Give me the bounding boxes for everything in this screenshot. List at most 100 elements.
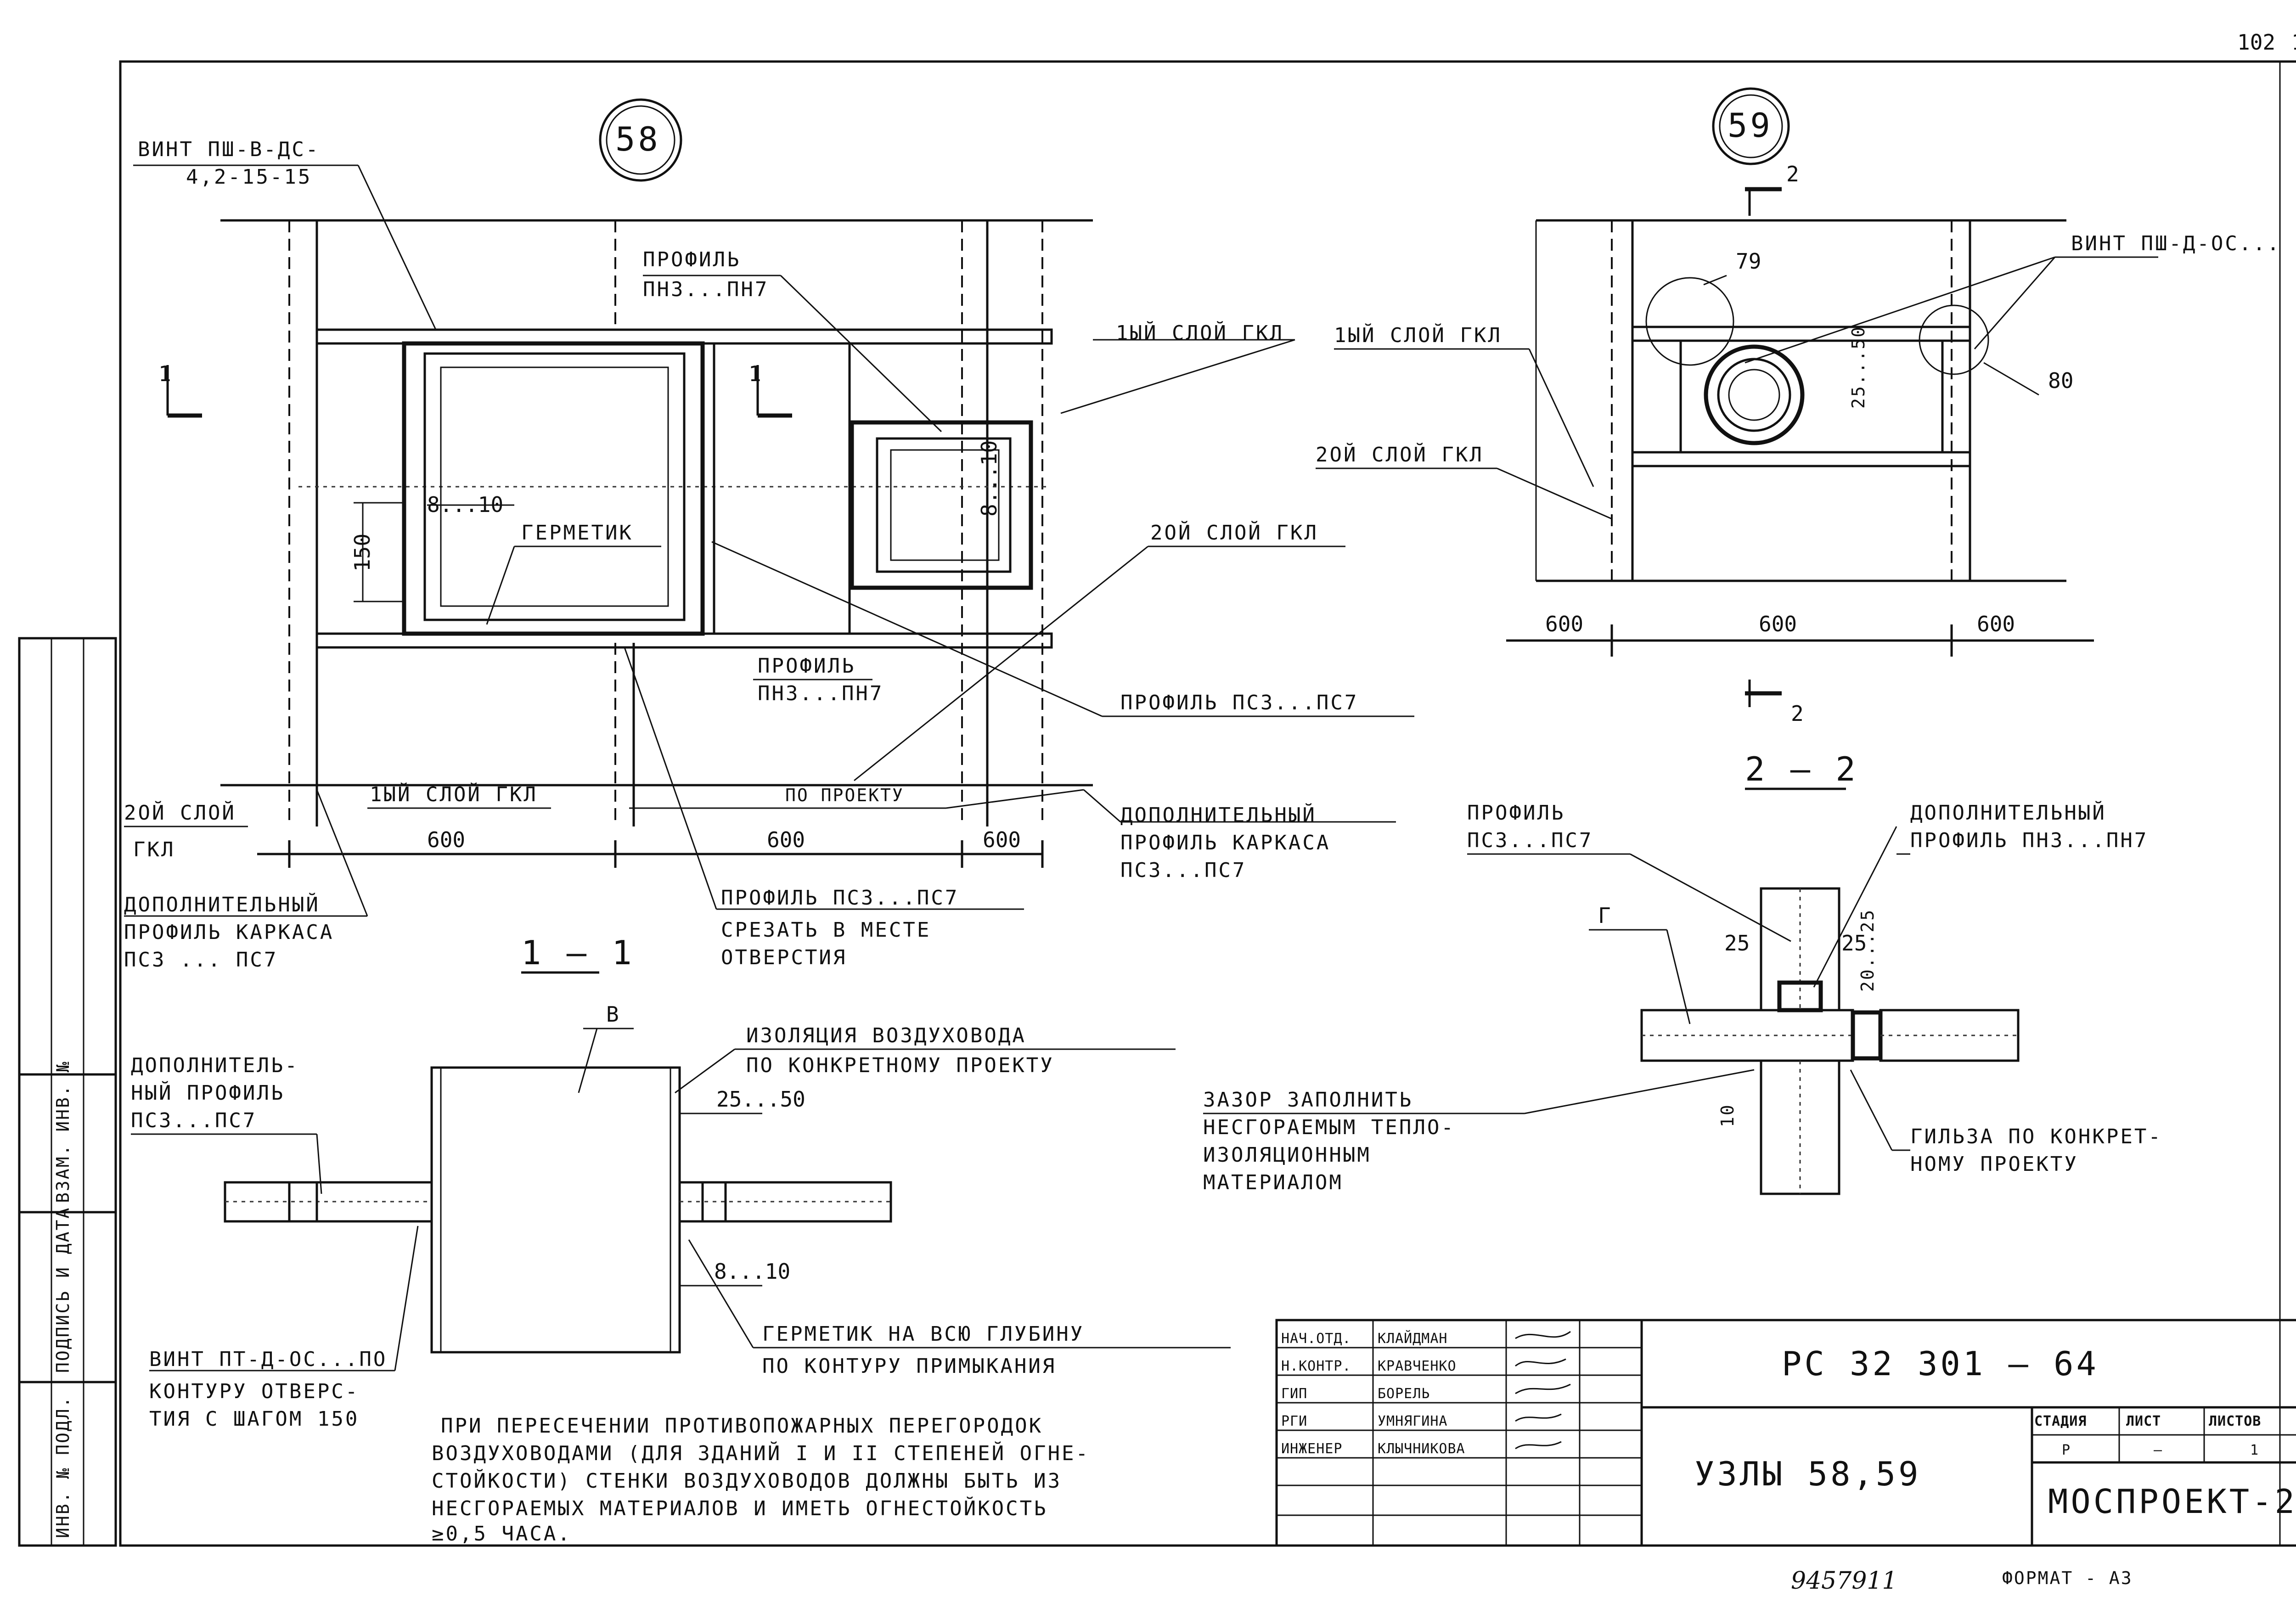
svg-text:25: 25 (1841, 931, 1867, 956)
svg-text:ПРОФИЛЬ ПС3...ПС7: ПРОФИЛЬ ПС3...ПС7 (721, 886, 959, 910)
svg-text:НОМУ ПРОЕКТУ: НОМУ ПРОЕКТУ (1910, 1152, 2078, 1176)
sheet-frame (119, 60, 2296, 1547)
svg-text:РГИ: РГИ (1281, 1413, 1307, 1429)
svg-text:ПРОФИЛЬ ПН3...ПН7: ПРОФИЛЬ ПН3...ПН7 (1910, 829, 2148, 852)
svg-text:ПН3...ПН7: ПН3...ПН7 (643, 278, 769, 301)
svg-text:20...25: 20...25 (1857, 909, 1878, 992)
svg-text:ПРОФИЛЬ КАРКАСА: ПРОФИЛЬ КАРКАСА (124, 921, 334, 944)
stamp-orig-inv: ИНВ. № ПОДЛ. (53, 1395, 73, 1538)
svg-text:ПС3 ... ПС7: ПС3 ... ПС7 (124, 948, 278, 972)
svg-text:8...10: 8...10 (977, 440, 1002, 517)
svg-text:ПС3...ПС7: ПС3...ПС7 (1120, 859, 1246, 882)
svg-text:ЛИСТОВ: ЛИСТОВ (2209, 1413, 2261, 1429)
svg-text:НАЧ.ОТД.: НАЧ.ОТД. (1281, 1331, 1351, 1347)
svg-text:ПРОФИЛЬ КАРКАСА: ПРОФИЛЬ КАРКАСА (1120, 831, 1330, 854)
svg-text:СРЕЗАТЬ В МЕСТЕ: СРЕЗАТЬ В МЕСТЕ (721, 918, 931, 942)
svg-text:ВОЗДУХОВОДАМИ (ДЛЯ ЗДАНИЙ I И: ВОЗДУХОВОДАМИ (ДЛЯ ЗДАНИЙ I И II СТЕПЕНЕ… (432, 1441, 1090, 1465)
svg-text:СТАДИЯ: СТАДИЯ (2034, 1413, 2087, 1429)
node-59-number: 59 (1728, 106, 1773, 145)
svg-text:НЕСГОРАЕМЫМ ТЕПЛО-: НЕСГОРАЕМЫМ ТЕПЛО- (1203, 1116, 1455, 1139)
svg-text:600: 600 (983, 827, 1021, 852)
svg-text:ПО ПРОЕКТУ: ПО ПРОЕКТУ (785, 785, 904, 805)
svg-text:ГЕРМЕТИК: ГЕРМЕТИК (521, 521, 633, 545)
node-59-circle (1712, 87, 1790, 165)
svg-text:Г: Г (1598, 903, 1611, 928)
svg-text:МАТЕРИАЛОМ: МАТЕРИАЛОМ (1203, 1171, 1343, 1194)
organization: МОСПРОЕКТ-2 (2048, 1482, 2296, 1521)
section-1-1-title: 1 — 1 (521, 933, 635, 972)
svg-text:ИНЖЕНЕР: ИНЖЕНЕР (1281, 1441, 1342, 1457)
svg-text:ПО КОНКРЕТНОМУ ПРОЕКТУ: ПО КОНКРЕТНОМУ ПРОЕКТУ (746, 1054, 1054, 1077)
svg-text:600: 600 (1977, 612, 2015, 636)
svg-text:В: В (606, 1002, 619, 1027)
svg-text:2ОЙ СЛОЙ ГКЛ: 2ОЙ СЛОЙ ГКЛ (1150, 520, 1318, 545)
node-58: 58 150 8...10 (124, 98, 1414, 972)
title-block: НАЧ.ОТД. КЛАЙДМАН Н.КОНТР. КРАВЧЕНКО ГИП… (1275, 1319, 2296, 1547)
page-number-suffix: 1 (2291, 30, 2296, 55)
general-note: ПРИ ПЕРЕСЕЧЕНИИ ПРОТИВОПОЖАРНЫХ ПЕРЕГОРО… (432, 1414, 1090, 1546)
document-code: РС 32 301 — 64 (1782, 1344, 2099, 1383)
format-label: ФОРМАТ - А3 (2002, 1568, 2133, 1588)
inventory-handwritten: 9457911 (1791, 1567, 1897, 1595)
svg-text:8...10: 8...10 (427, 492, 503, 517)
svg-text:ПРОФИЛЬ ПС3...ПС7: ПРОФИЛЬ ПС3...ПС7 (1120, 691, 1358, 714)
svg-text:80: 80 (2048, 368, 2073, 393)
svg-text:1ЫЙ СЛОЙ ГКЛ: 1ЫЙ СЛОЙ ГКЛ (1334, 323, 1502, 347)
svg-text:25...50: 25...50 (716, 1087, 805, 1112)
svg-text:ДОПОЛНИТЕЛЬ-: ДОПОЛНИТЕЛЬ- (131, 1054, 299, 1077)
side-stamp: ВЗАМ. ИНВ. № ПОДПИСЬ И ДАТА ИНВ. № ПОДЛ. (18, 637, 117, 1547)
sheet-title: УЗЛЫ 58,59 (1694, 1455, 1921, 1493)
svg-text:КРАВЧЕНКО: КРАВЧЕНКО (1378, 1358, 1457, 1374)
node-59: 59 2 2 79 80 25...50 ВИНТ ПШ-Д-ОС.. (1316, 87, 2281, 726)
svg-text:≥0,5 ЧАСА.: ≥0,5 ЧАСА. (432, 1522, 572, 1546)
svg-text:ДОПОЛНИТЕЛЬНЫЙ: ДОПОЛНИТЕЛЬНЫЙ (1120, 803, 1317, 827)
svg-text:600: 600 (1759, 612, 1797, 636)
svg-text:КЛАЙДМАН: КЛАЙДМАН (1378, 1330, 1448, 1347)
svg-text:1ЫЙ СЛОЙ ГКЛ: 1ЫЙ СЛОЙ ГКЛ (1116, 320, 1284, 345)
stamp-sign-date: ПОДПИСЬ И ДАТА (53, 1207, 73, 1373)
svg-text:УМНЯГИНА: УМНЯГИНА (1378, 1413, 1448, 1429)
svg-text:—: — (2154, 1442, 2162, 1458)
svg-text:ПС3...ПС7: ПС3...ПС7 (131, 1109, 257, 1132)
svg-text:10: 10 (1717, 1103, 1738, 1127)
svg-text:ИЗОЛЯЦИЯ ВОЗДУХОВОДА: ИЗОЛЯЦИЯ ВОЗДУХОВОДА (746, 1024, 1026, 1047)
svg-text:Н.КОНТР.: Н.КОНТР. (1281, 1358, 1351, 1374)
svg-text:2ОЙ СЛОЙ ГКЛ: 2ОЙ СЛОЙ ГКЛ (1316, 442, 1484, 467)
svg-text:НЫЙ ПРОФИЛЬ: НЫЙ ПРОФИЛЬ (131, 1080, 285, 1105)
section-2-2-title: 2 — 2 (1745, 750, 1858, 788)
svg-text:ИЗОЛЯЦИОННЫМ: ИЗОЛЯЦИОННЫМ (1203, 1143, 1371, 1167)
svg-text:600: 600 (427, 827, 465, 852)
svg-text:КОНТУРУ ОТВЕРС-: КОНТУРУ ОТВЕРС- (149, 1380, 359, 1403)
signature (1515, 1383, 1571, 1394)
svg-text:ЗАЗОР ЗАПОЛНИТЬ: ЗАЗОР ЗАПОЛНИТЬ (1203, 1088, 1413, 1112)
svg-text:СТОЙКОСТИ) СТЕНКИ ВОЗДУХОВОДОВ: СТОЙКОСТИ) СТЕНКИ ВОЗДУХОВОДОВ ДОЛЖНЫ БЫ… (432, 1468, 1062, 1493)
node-58-circle (599, 98, 682, 182)
signature (1515, 1358, 1566, 1367)
section-1-1: 1 — 1 В ДОПОЛНИТЕЛЬ- НЫЙ ПРОФИЛЬ ПС3...П… (131, 933, 1231, 1431)
svg-text:ВИНТ ПШ-Д-ОС...: ВИНТ ПШ-Д-ОС... (2071, 232, 2281, 255)
svg-text:ДОПОЛНИТЕЛЬНЫЙ: ДОПОЛНИТЕЛЬНЫЙ (1910, 800, 2106, 825)
svg-text:ПРОФИЛЬ: ПРОФИЛЬ (758, 654, 855, 678)
svg-text:ПС3...ПС7: ПС3...ПС7 (1467, 829, 1593, 852)
svg-text:1: 1 (158, 361, 171, 386)
signature (1515, 1413, 1562, 1422)
svg-text:БОРЕЛЬ: БОРЕЛЬ (1378, 1386, 1430, 1402)
svg-text:ГИЛЬЗА ПО КОНКРЕТ-: ГИЛЬЗА ПО КОНКРЕТ- (1910, 1125, 2162, 1148)
svg-text:150: 150 (350, 534, 375, 572)
svg-text:1: 1 (2250, 1442, 2259, 1458)
svg-text:Р: Р (2062, 1442, 2071, 1458)
svg-text:ГКЛ: ГКЛ (133, 838, 175, 861)
stamp-replace-inv: ВЗАМ. ИНВ. № (53, 1060, 73, 1203)
svg-text:ПРОФИЛЬ: ПРОФИЛЬ (1467, 801, 1565, 825)
svg-text:2ОЙ СЛОЙ: 2ОЙ СЛОЙ (124, 800, 236, 825)
svg-text:25...50: 25...50 (1848, 326, 1868, 409)
svg-text:600: 600 (767, 827, 805, 852)
svg-text:ПРИ ПЕРЕСЕЧЕНИИ ПРОТИВОПОЖАРНЫ: ПРИ ПЕРЕСЕЧЕНИИ ПРОТИВОПОЖАРНЫХ ПЕРЕГОРО… (441, 1414, 1043, 1438)
node-58-number: 58 (615, 120, 661, 158)
svg-text:ГИП: ГИП (1281, 1386, 1307, 1402)
svg-text:ТИЯ С ШАГОМ 150: ТИЯ С ШАГОМ 150 (149, 1407, 359, 1431)
signature (1515, 1331, 1571, 1339)
svg-text:ПРОФИЛЬ: ПРОФИЛЬ (643, 248, 741, 271)
svg-text:4,2-15-15: 4,2-15-15 (186, 165, 312, 189)
